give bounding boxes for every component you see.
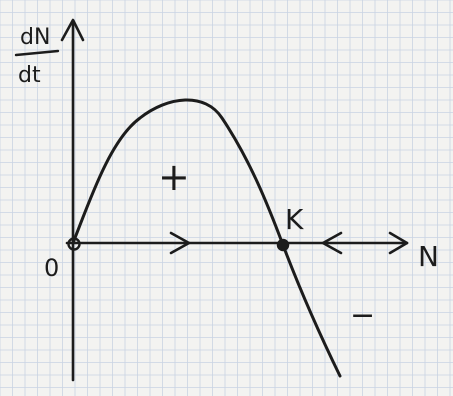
negative-region-label: − — [350, 298, 375, 333]
growth-rate-curve — [71, 98, 342, 378]
y-axis-label-fraction-bar — [14, 49, 60, 57]
k-equilibrium-point — [276, 238, 290, 252]
x-axis-arrowhead — [388, 231, 409, 255]
flow-arrow-right — [169, 231, 191, 255]
y-axis-label-denominator: dt — [18, 63, 41, 88]
positive-region-label: + — [158, 155, 190, 199]
y-axis-arrowhead — [60, 18, 85, 42]
y-axis-label-numerator: dN — [20, 25, 50, 50]
origin-label: 0 — [44, 254, 59, 282]
origin-equilibrium-point — [67, 237, 81, 251]
x-axis-label: N — [418, 240, 439, 273]
flow-arrow-left — [321, 231, 343, 255]
carrying-capacity-label: K — [285, 203, 304, 236]
